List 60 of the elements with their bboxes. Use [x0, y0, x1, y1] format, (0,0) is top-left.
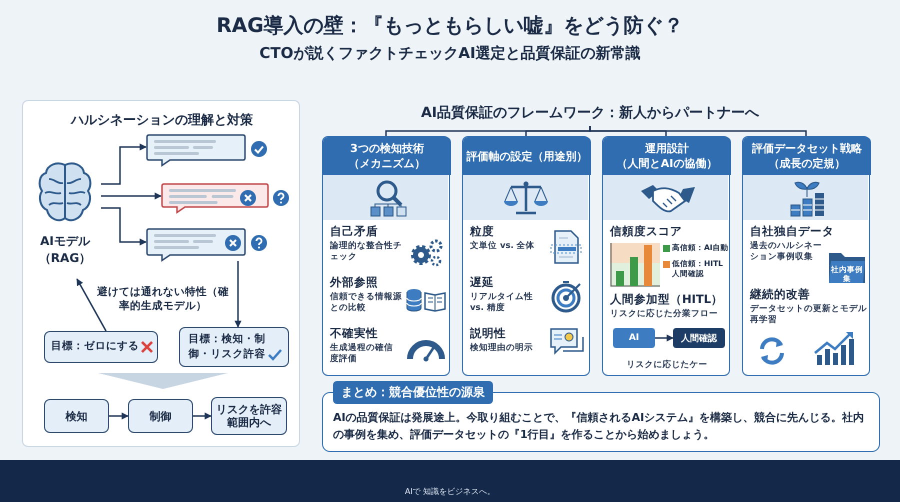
flow-box: 人間確認: [673, 328, 725, 348]
item-description: 過去のハルシネーション事例収集: [750, 241, 823, 263]
column-heading: 運用設計（人間とAIの協働）: [603, 137, 731, 175]
note-text: 避けては通れない特性（確率的生成モデル）: [96, 285, 230, 313]
tagline: AIで 知識をビジネスへ。: [404, 486, 496, 497]
process-box: リスクを許容範囲内へ: [211, 397, 287, 435]
item-title: 人間参加型（HITL）: [610, 292, 724, 306]
flow-box: AI: [613, 328, 655, 348]
goal-text: 目標：検知・制御・リスク許容: [187, 332, 266, 362]
item-description: リスクに応じた分業フロー: [610, 309, 719, 320]
panel: [22, 100, 300, 447]
process-box: 制御: [128, 399, 193, 433]
item-description: データセットの更新とモデル再学習: [750, 304, 868, 326]
arrow: [655, 334, 674, 342]
answer-bubble: [146, 134, 246, 166]
arrow: [76, 278, 107, 332]
item-title: 説明性: [470, 326, 507, 340]
item-description: 文単位 vs. 全体: [470, 241, 536, 252]
arrow: [101, 207, 147, 246]
caption-text: リスクに応じたケー: [626, 360, 708, 371]
arrow: [109, 412, 129, 420]
arrow: [193, 412, 212, 420]
column-card: [742, 136, 870, 376]
summary-tab: まとめ：競合優位性の源泉: [333, 381, 493, 404]
column-card: [602, 136, 730, 376]
item-title: 外部参照: [330, 275, 379, 289]
node-label: AIモデル（RAG）: [38, 233, 92, 267]
item-description: 検知理由の明示: [470, 343, 534, 354]
title: RAG導入の壁：『もっともらしい嘘』をどう防ぐ？: [215, 12, 685, 39]
goal-box: [44, 331, 158, 363]
item-title: 継続的改善: [750, 287, 811, 301]
answer-bubble: [146, 228, 246, 261]
down-chevron: [98, 373, 228, 389]
column-heading: 3つの検知技術（メカニズム）: [323, 137, 451, 175]
item-title: 不確実性: [330, 326, 379, 340]
arrow: [234, 261, 242, 328]
arrow: [101, 192, 162, 200]
column-card: [462, 136, 590, 376]
answer-bubble: [161, 183, 269, 213]
goal-box: [179, 327, 289, 367]
panel-heading: ハルシネーションの理解と対策: [69, 112, 254, 129]
summary-text: AIの品質保証は発展途上。今取り組むことで、『信頼されるAIシステム』を構築し、競合に先んじる。社内の事例を集め、評価データセットの『1行目』を作ることから始めましょう。: [333, 410, 866, 443]
connector-line: [589, 126, 807, 136]
column-card: [322, 136, 450, 376]
item-description: リアルタイム性 vs. 精度: [470, 292, 534, 314]
item-title: 自社独自データ: [750, 224, 835, 238]
item-description: 信頼できる情報源との比較: [330, 292, 403, 314]
subtitle: CTOが説くファクトチェックAI選定と品質保証の新常識: [258, 44, 642, 63]
section-heading: AI品質保証のフレームワーク：新人からパートナーへ: [395, 104, 785, 126]
item-description: 生成過程の確信度評価: [330, 343, 394, 365]
arrow: [101, 144, 147, 185]
column-heading: 評価軸の設定（用途別）: [463, 137, 591, 175]
item-title: 遅延: [470, 275, 495, 289]
item-title: 信頼度スコア: [610, 224, 683, 238]
process-box: 検知: [44, 399, 109, 433]
column-heading: 評価データセット戦略（成長の定規）: [743, 137, 871, 175]
goal-text: 目標：ゼロにする: [50, 340, 140, 353]
item-title: 粒度: [470, 224, 495, 238]
item-description: 論理的な整合性チェック: [330, 241, 402, 263]
item-title: 自己矛盾: [330, 224, 379, 238]
